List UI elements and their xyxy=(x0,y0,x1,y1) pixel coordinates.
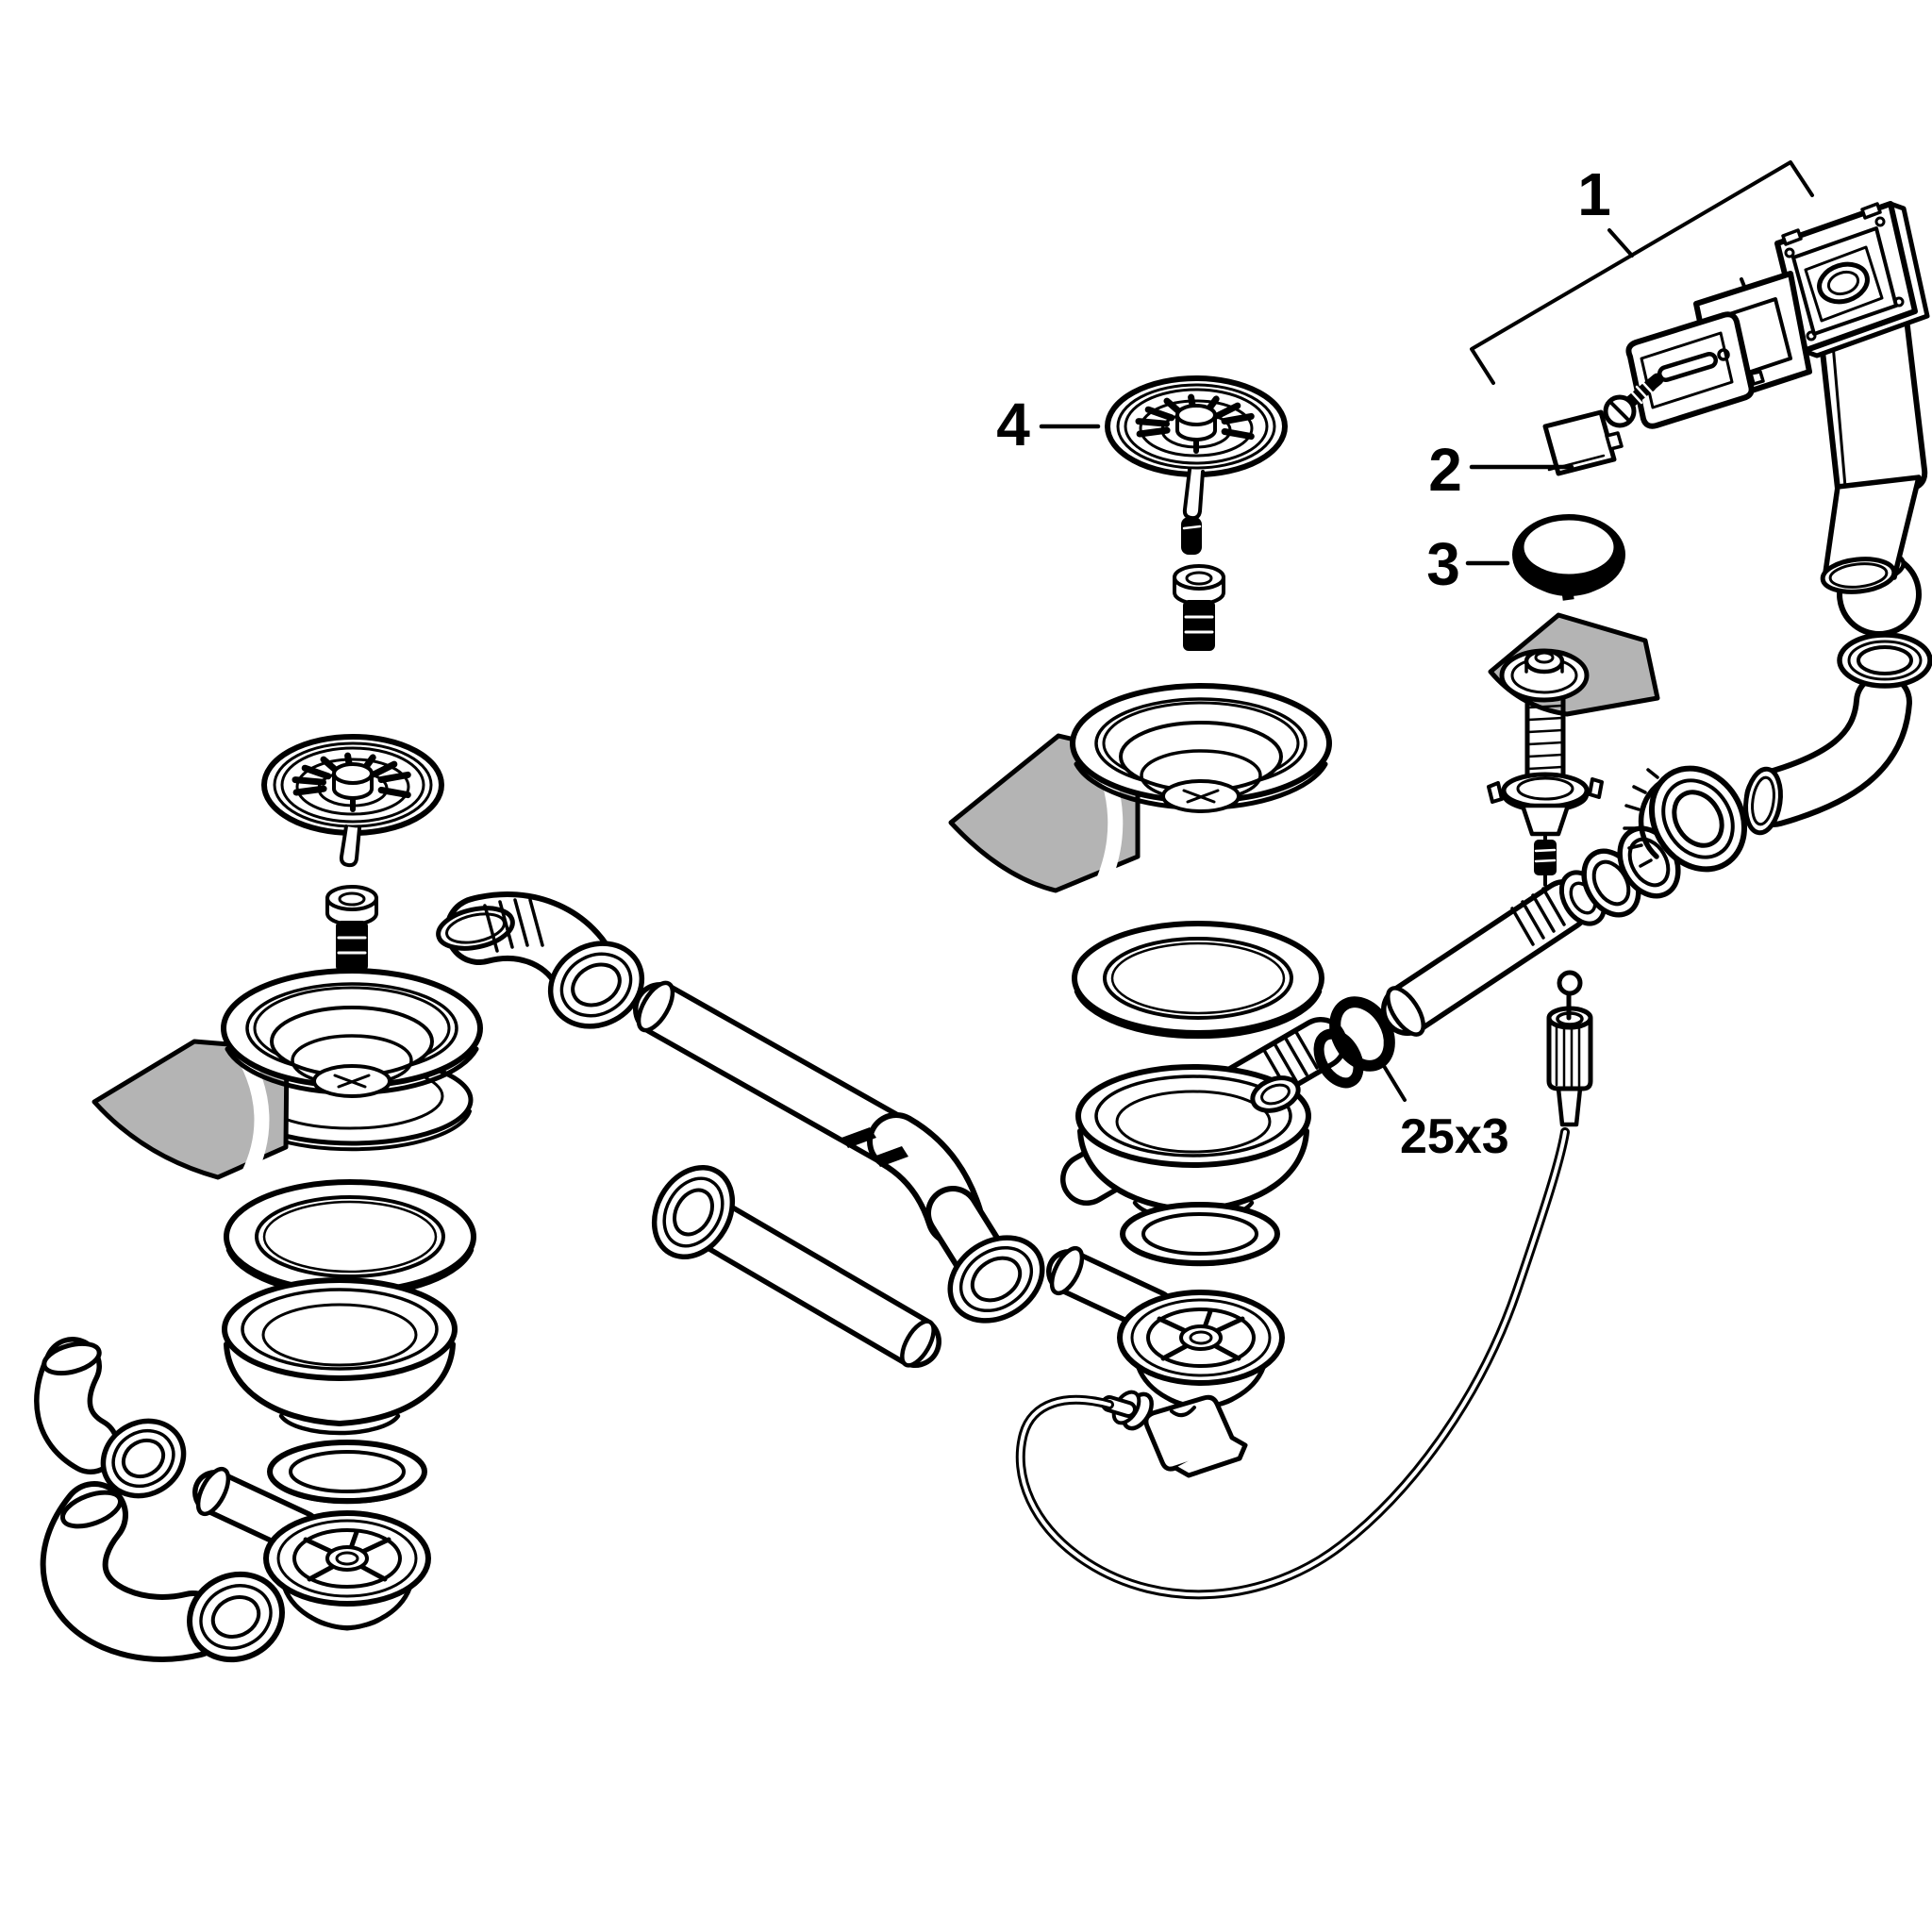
nut-rib-lines xyxy=(1623,768,1659,868)
shaft-thread-lines xyxy=(1526,704,1564,783)
oring-25x3: 25x3 xyxy=(1329,996,1509,1164)
outlet-elbow-center xyxy=(1046,204,1890,1478)
locking-nut-left xyxy=(325,885,378,974)
cable-pin-ball xyxy=(1557,970,1583,996)
elbow-thread-lines xyxy=(483,898,544,953)
cover-plate-group: 2 xyxy=(1428,409,1624,504)
cover-plate xyxy=(1542,409,1617,476)
overflow-elbow-right xyxy=(1743,632,1932,836)
overflow-elbow-left xyxy=(436,891,645,1029)
callout-3-label: 3 xyxy=(1426,530,1460,598)
drain-flange-center xyxy=(1073,686,1329,811)
waste-pipe-lower xyxy=(651,1164,941,1368)
oring-dimension-label: 25x3 xyxy=(1400,1109,1509,1164)
threaded-tip xyxy=(1534,840,1557,875)
oring-leader xyxy=(1382,1064,1407,1102)
callout-1-leader xyxy=(1607,228,1634,258)
pipe-clip-mark xyxy=(841,1127,876,1148)
center-drain-assembly: 4 xyxy=(948,204,1890,1478)
overflow-pipe-upper xyxy=(1381,879,1591,1037)
drain-flange-left xyxy=(224,971,480,1096)
union-nut xyxy=(1623,765,1748,873)
overflow-rosette-plate xyxy=(1625,311,1765,429)
cable-knurled-fitting xyxy=(1546,970,1593,1127)
callout-1-label: 1 xyxy=(1577,160,1611,228)
knob-group: 3 xyxy=(1426,514,1625,601)
pipe-corner-junction xyxy=(841,1112,1045,1324)
drain-body-left xyxy=(225,1280,455,1433)
strainer-stem-tip xyxy=(1181,517,1202,555)
callout-4-label: 4 xyxy=(996,391,1030,458)
strainer-basket-center xyxy=(1108,378,1285,555)
locking-nut-center xyxy=(1173,564,1225,653)
seal-ring-center xyxy=(1074,924,1322,1037)
housing-screw xyxy=(1603,373,1664,428)
connection-pipes xyxy=(633,980,1364,1368)
strainer-stem-left xyxy=(339,824,361,868)
double-elbow-upper xyxy=(34,1337,187,1499)
strainer-basket-left xyxy=(264,737,441,868)
waste-pipe-upper xyxy=(633,980,928,1173)
drain-body-center xyxy=(1078,1067,1308,1220)
double-elbow-lower xyxy=(40,1481,285,1663)
washer-ring xyxy=(1313,1028,1364,1089)
overflow-housing-group: 1 xyxy=(1470,160,1930,429)
gasket-center xyxy=(1123,1205,1277,1264)
pipe-thread-lines xyxy=(1510,887,1566,946)
bowden-cable xyxy=(1015,970,1593,1600)
left-drain-assembly xyxy=(34,737,645,1663)
overflow-cup-rim xyxy=(1837,632,1932,689)
callout-2-label: 2 xyxy=(1428,436,1462,504)
gasket-left xyxy=(270,1442,425,1502)
pushbutton-assembly xyxy=(1487,612,1660,887)
pipe-clip-mark xyxy=(874,1146,908,1167)
overflow-assembly: 25x3 xyxy=(1329,160,1932,1164)
